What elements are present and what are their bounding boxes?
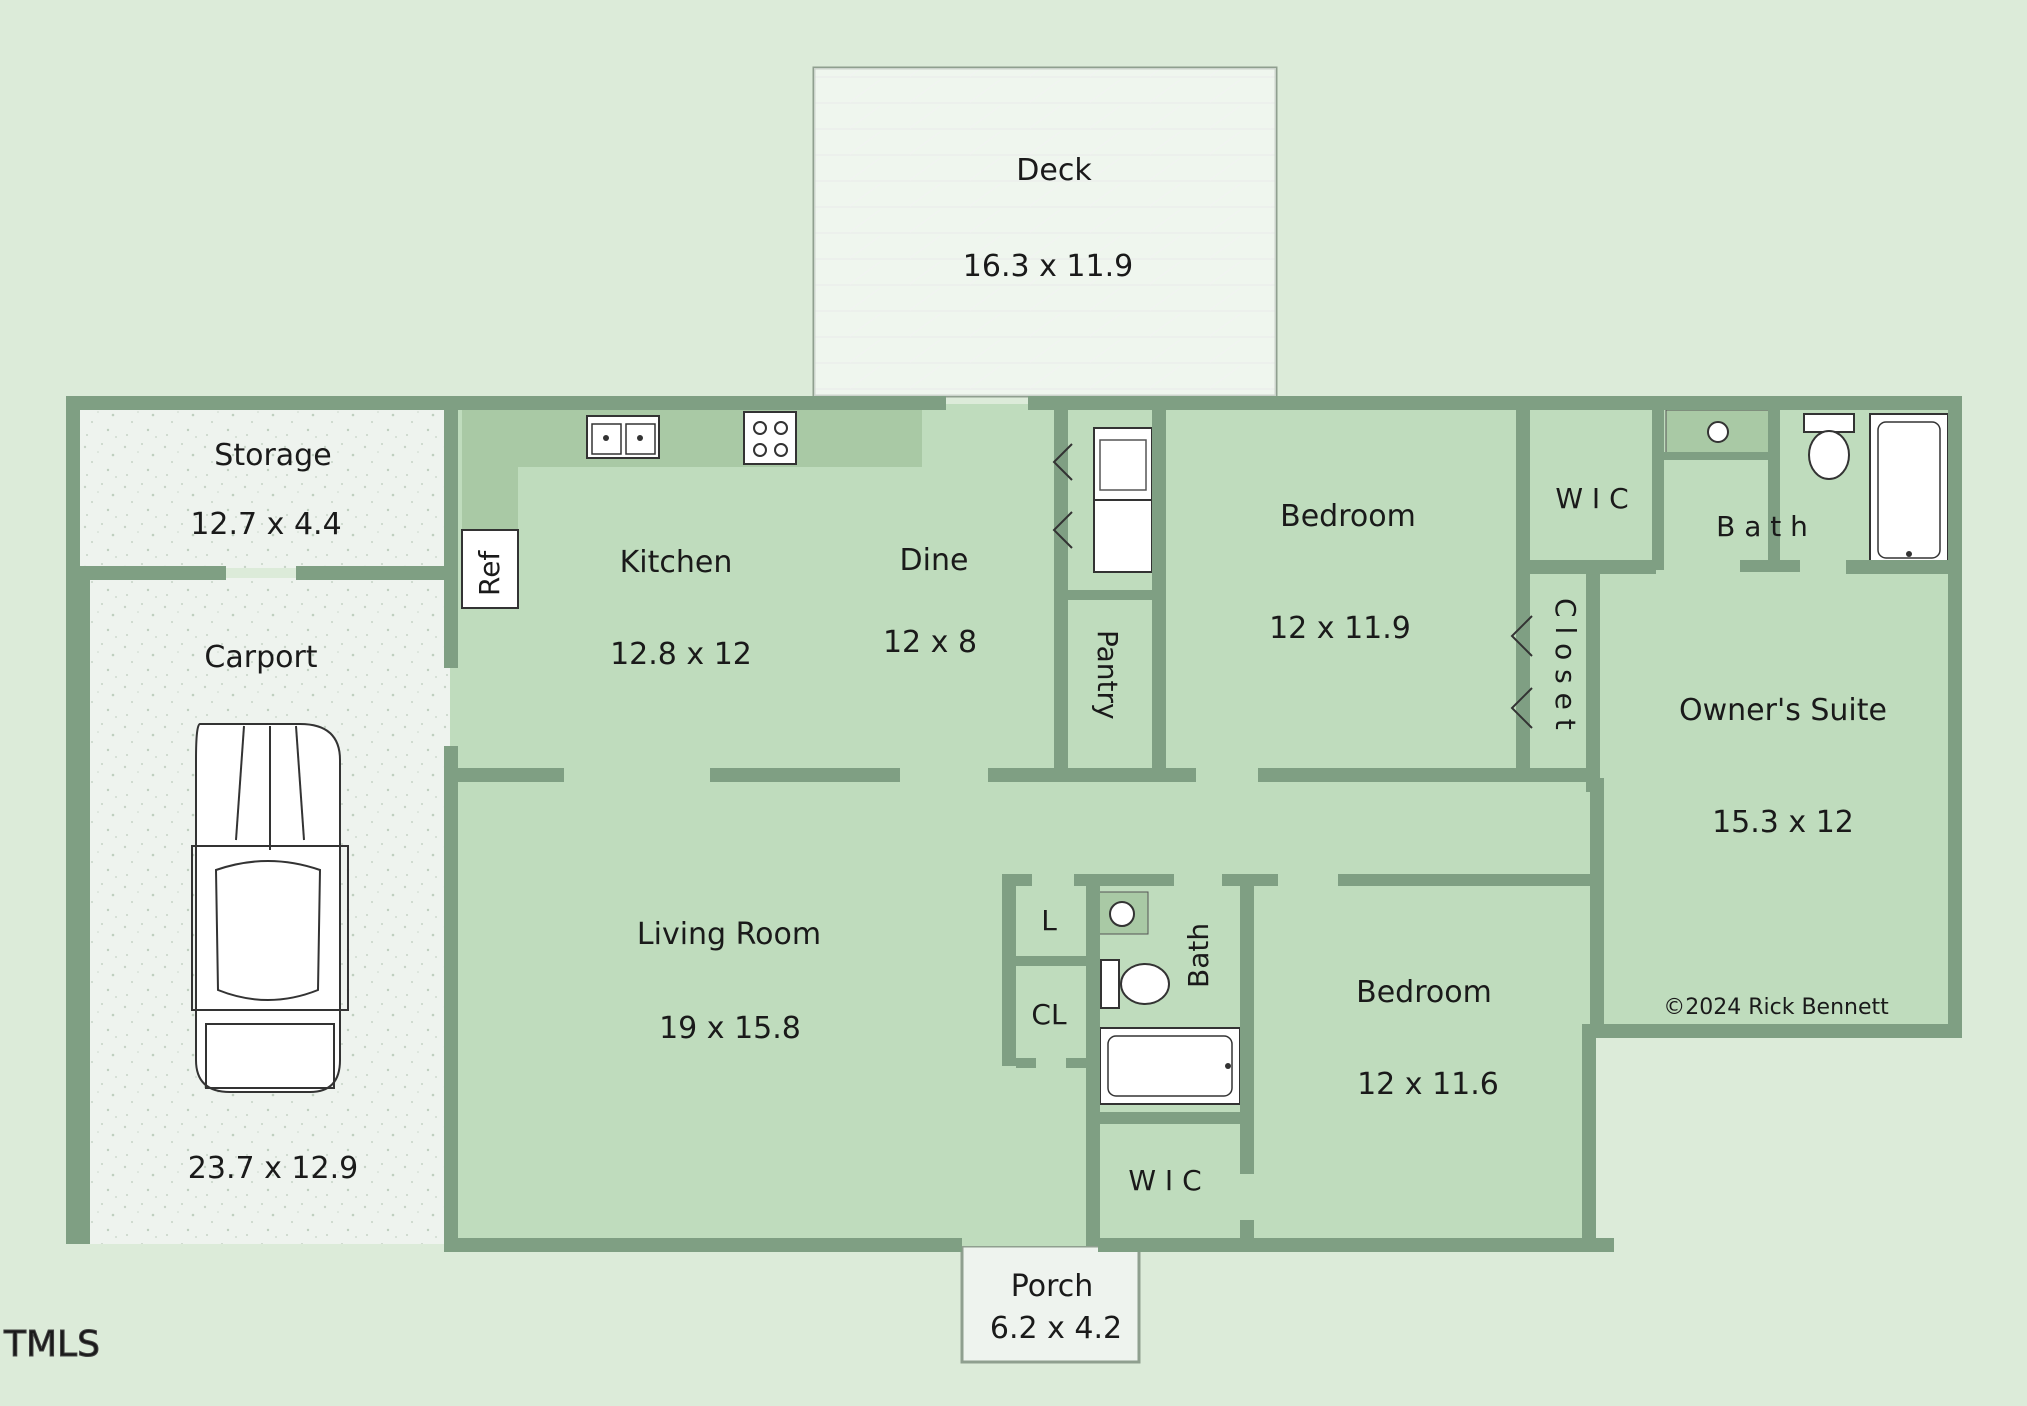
closet-label: C l o s e t: [1549, 598, 1582, 730]
owner-tub-icon: [1869, 413, 1949, 567]
car-icon: [191, 722, 349, 1093]
deck-dims: 16.3 x 11.9: [963, 249, 1133, 284]
porch-area: [960, 1244, 1141, 1364]
bedroom-rear-dims: 12 x 11.6: [1357, 1067, 1499, 1102]
storage-area: [80, 408, 450, 568]
kitchen-label: Kitchen: [620, 545, 733, 580]
copyright-text: ©2024 Rick Bennett: [1663, 995, 1889, 1020]
wic-owner-label: W I C: [1555, 482, 1628, 515]
refrigerator: [461, 529, 519, 609]
owners-suite-dims: 15.3 x 12: [1712, 805, 1854, 840]
door-swings: [1052, 443, 1533, 729]
sink-icon: [586, 415, 660, 459]
pantry-label: Pantry: [1091, 630, 1124, 720]
hall-bath-label: Bath: [1182, 923, 1215, 988]
bedroom-front-label: Bedroom: [1280, 499, 1416, 534]
porch-dims: 6.2 x 4.2: [990, 1311, 1122, 1346]
living-room-dims: 19 x 15.8: [659, 1011, 801, 1046]
owner-toilet-icon: [1803, 413, 1855, 480]
linen-label: L: [1041, 904, 1057, 937]
bath-owner-label: B a t h: [1716, 510, 1808, 543]
kitchen-counter: [462, 410, 922, 532]
washer-dryer-icon: [1093, 427, 1153, 573]
bedroom-front-dims: 12 x 11.9: [1269, 611, 1411, 646]
storage-label: Storage: [214, 438, 331, 473]
ref-label: Ref: [473, 550, 506, 596]
wic-bedroom-label: W I C: [1128, 1164, 1201, 1197]
porch-label: Porch: [1011, 1269, 1094, 1304]
owners-suite-label: Owner's Suite: [1679, 693, 1887, 728]
deck-label: Deck: [1016, 153, 1092, 188]
bedroom-rear-label: Bedroom: [1356, 975, 1492, 1010]
stove-icon: [743, 411, 797, 465]
hall-toilet-icon: [1100, 959, 1170, 1009]
hall-tub-icon: [1099, 1027, 1241, 1105]
storage-dims: 12.7 x 4.4: [190, 507, 341, 542]
hall-closet-label: CL: [1031, 998, 1067, 1031]
living-room-label: Living Room: [637, 917, 821, 952]
dine-label: Dine: [900, 543, 969, 578]
kitchen-dims: 12.8 x 12: [610, 637, 752, 672]
walls: [66, 396, 1962, 1252]
owner-bath-sink-icon: [1665, 409, 1771, 459]
dine-dims: 12 x 8: [883, 625, 977, 660]
carport-label: Carport: [204, 640, 317, 675]
watermark-text: TMLS: [3, 1324, 100, 1365]
hall-bath-sink-icon: [1097, 891, 1149, 935]
carport-dims: 23.7 x 12.9: [188, 1151, 358, 1186]
